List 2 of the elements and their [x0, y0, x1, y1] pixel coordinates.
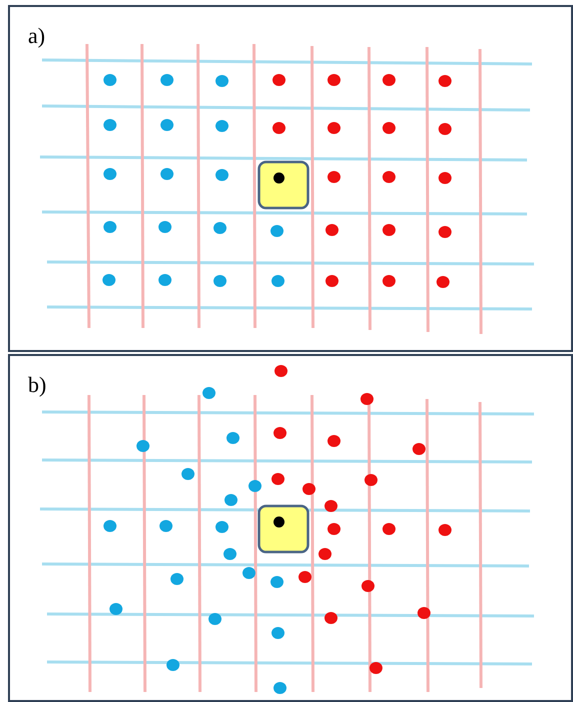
panel-label: a) — [28, 25, 46, 47]
panel-label: b) — [28, 374, 46, 396]
